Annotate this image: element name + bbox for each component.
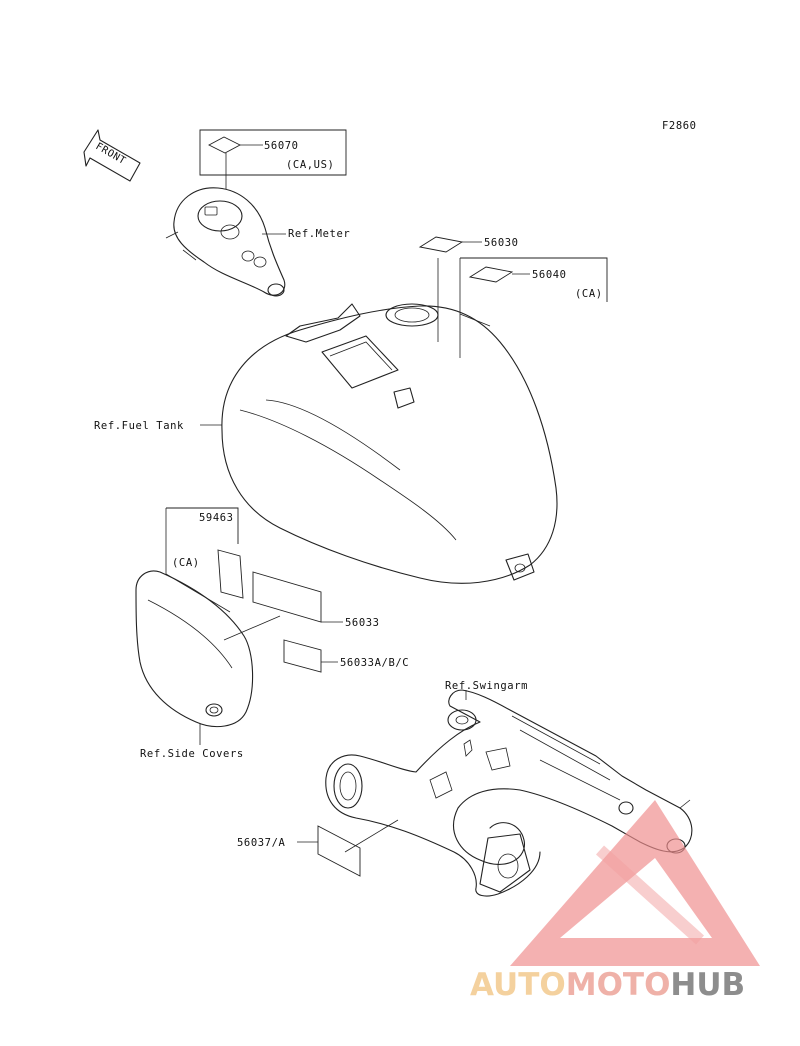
svg-text:(CA): (CA) — [172, 557, 200, 569]
meter-decal-callout: 56070 (CA,US) — [199, 129, 347, 189]
svg-text:56033: 56033 — [345, 617, 380, 629]
side-covers-ref-label: Ref.Side Covers — [140, 748, 244, 760]
meter-decal-icon — [208, 136, 241, 154]
side-cover-icon — [135, 570, 254, 745]
front-arrow-icon: FRONT — [83, 129, 141, 182]
meter-part-number: 56070 — [264, 140, 299, 152]
logo-triangle-icon — [510, 800, 760, 966]
automotohub-logo: AUTOMOTOHUB — [470, 800, 760, 1003]
svg-text:(CA): (CA) — [575, 288, 603, 300]
svg-text:56040: 56040 — [532, 269, 567, 281]
side-cover-decal-56033abc: 56033A/B/C — [283, 639, 409, 673]
side-cover-decal-56033: 56033 — [223, 571, 380, 641]
swingarm-ref-label: Ref.Swingarm — [445, 680, 528, 692]
fuel-tank-decal-56040: 56040 (CA) — [459, 257, 608, 358]
meter-housing-icon — [165, 187, 286, 297]
swingarm-decal-56037a: 56037/A — [237, 819, 399, 877]
svg-text:56037/A: 56037/A — [237, 837, 286, 849]
fuel-tank-decal-56030: 56030 — [418, 236, 519, 342]
fuel-tank-icon — [200, 303, 558, 584]
svg-text:59463: 59463 — [199, 512, 234, 524]
svg-text:AUTOMOTOHUB: AUTOMOTOHUB — [470, 967, 745, 1003]
figure-code: F2860 — [662, 120, 697, 132]
meter-variant: (CA,US) — [286, 159, 334, 171]
meter-ref-label: Ref.Meter — [288, 228, 350, 240]
svg-text:56030: 56030 — [484, 237, 519, 249]
fuel-tank-ref-label: Ref.Fuel Tank — [94, 420, 184, 432]
svg-text:56033A/B/C: 56033A/B/C — [340, 657, 409, 669]
